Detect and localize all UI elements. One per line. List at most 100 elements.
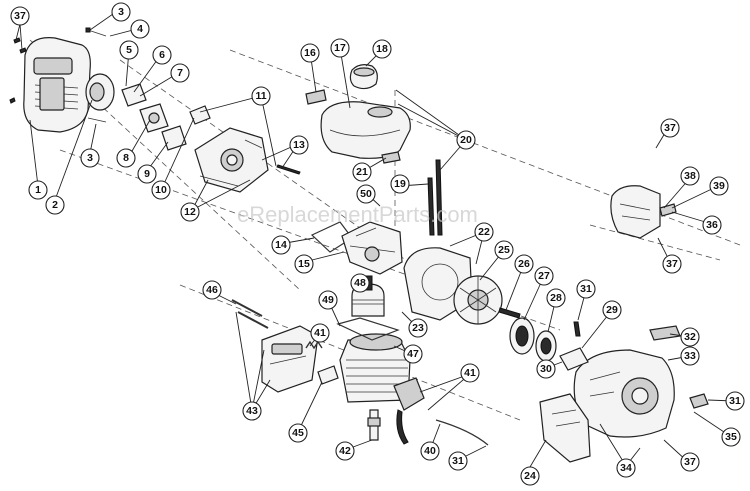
svg-text:10: 10 [155,184,167,196]
svg-text:19: 19 [394,178,406,190]
fuel-lines [381,151,443,236]
watermark-text: eReplacementParts.com [237,202,478,227]
carburetor-plates [121,83,211,151]
svg-text:49: 49 [322,294,334,306]
callout-4: 4 [130,19,150,39]
callout-28: 28 [546,288,566,308]
svg-text:1: 1 [35,184,41,196]
svg-text:15: 15 [298,258,310,270]
svg-text:5: 5 [126,44,132,56]
callout-5: 5 [119,40,139,60]
callout-3: 3 [111,2,131,22]
svg-text:9: 9 [144,168,150,180]
svg-text:8: 8 [123,152,129,164]
callout-31: 31 [725,391,745,411]
carburetor-air-box [194,127,301,193]
callout-19: 19 [390,174,410,194]
ignition-wire [435,419,489,446]
svg-text:46: 46 [206,284,218,296]
fuel-tank [320,101,411,159]
svg-text:35: 35 [725,431,737,443]
callout-20: 20 [456,130,476,150]
callout-50: 50 [356,184,376,204]
callout-8: 8 [116,148,136,168]
svg-text:31: 31 [729,395,741,407]
callout-18: 18 [372,39,392,59]
callout-49: 49 [318,290,338,310]
starter-knob [689,393,709,409]
svg-text:37: 37 [684,456,696,468]
svg-text:39: 39 [713,180,725,192]
fuel-cap [349,64,378,90]
svg-text:36: 36 [706,219,718,231]
svg-text:26: 26 [518,258,530,270]
callout-1: 1 [28,180,48,200]
svg-text:31: 31 [580,283,592,295]
callout-45: 45 [288,423,308,443]
svg-text:42: 42 [339,445,351,457]
svg-text:21: 21 [356,166,368,178]
callout-23: 23 [408,318,428,338]
callout-48: 48 [350,273,370,293]
svg-text:48: 48 [354,277,366,289]
callout-13: 13 [289,135,309,155]
svg-text:31: 31 [452,455,464,467]
svg-text:38: 38 [684,170,696,182]
callout-14: 14 [271,235,291,255]
svg-text:22: 22 [478,226,490,238]
callout-37: 37 [662,254,682,274]
svg-text:47: 47 [407,348,419,360]
callout-36: 36 [702,215,722,235]
recoil-starter-housing [573,325,681,438]
muffler-bolts [231,299,269,329]
callout-7: 7 [170,63,190,83]
callout-40: 40 [420,441,440,461]
svg-text:32: 32 [684,331,696,343]
flywheel [453,275,521,325]
callout-2: 2 [45,195,65,215]
crankcase [341,221,403,275]
callout-9: 9 [137,164,157,184]
callout-30: 30 [536,359,556,379]
callout-37: 37 [10,6,30,26]
svg-text:41: 41 [314,327,326,339]
svg-text:20: 20 [460,134,472,146]
callout-16: 16 [300,43,320,63]
svg-text:3: 3 [87,152,93,164]
muffler-spring [305,340,323,350]
cylinder-gasket [336,317,400,341]
callout-42: 42 [335,441,355,461]
svg-text:23: 23 [412,322,424,334]
svg-text:34: 34 [620,462,632,474]
svg-text:7: 7 [177,67,183,79]
svg-text:40: 40 [424,445,436,457]
svg-text:25: 25 [498,244,510,256]
svg-text:41: 41 [464,367,476,379]
handle-bracket [539,393,591,463]
callout-15: 15 [294,254,314,274]
callout-11: 11 [251,86,271,106]
svg-text:18: 18 [376,43,388,55]
callout-32: 32 [680,327,700,347]
cylinder [339,333,411,403]
spark-plug [367,409,381,441]
callout-29: 29 [602,300,622,320]
svg-text:37: 37 [664,122,676,134]
callout-3: 3 [80,148,100,168]
callout-12: 12 [180,202,200,222]
svg-text:3: 3 [118,6,124,18]
callout-34: 34 [616,458,636,478]
callout-43: 43 [242,401,262,421]
svg-text:12: 12 [184,206,196,218]
callout-26: 26 [514,254,534,274]
air-filter-cover [23,37,91,133]
callouts: 37 3 4 5 6 7 3 8 9 10 1 2 11 12 13 14 15… [10,2,745,486]
callout-35: 35 [721,427,741,447]
callout-41: 41 [460,363,480,383]
callout-25: 25 [494,240,514,260]
svg-text:45: 45 [292,427,304,439]
svg-text:17: 17 [334,42,346,54]
callout-38: 38 [680,166,700,186]
svg-text:30: 30 [540,363,552,375]
